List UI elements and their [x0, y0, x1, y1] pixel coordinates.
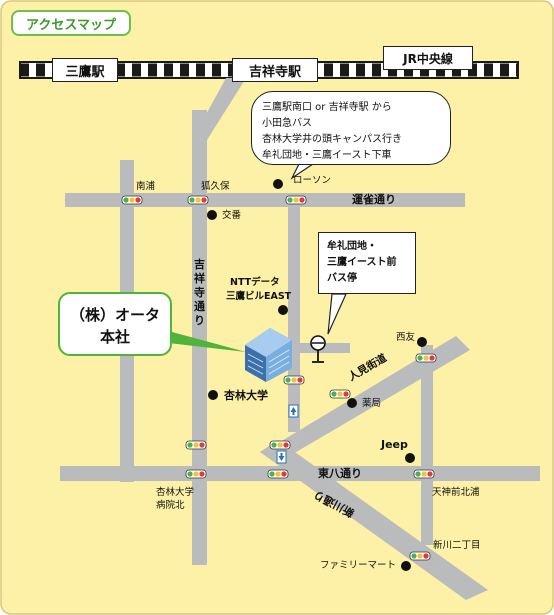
- label-kyorin: 杏林大学: [224, 389, 268, 402]
- label-tenjin: 天神前北浦: [432, 487, 480, 498]
- busstop-tail: [327, 293, 347, 335]
- yakkyoku-dot: [347, 398, 357, 408]
- traffic-light-hospital: [185, 469, 207, 479]
- familymart-dot: [401, 561, 411, 571]
- company-callout: （株）オータ 本社: [58, 292, 172, 356]
- traffic-light-center-north: [269, 440, 291, 450]
- traffic-light-kokubo: [187, 195, 209, 205]
- traffic-light-minamiura: [121, 195, 143, 205]
- lawson-dot: [273, 179, 283, 189]
- bus-stop-line-1: 牟礼団地・: [327, 241, 377, 252]
- traffic-light-kyorin: [283, 375, 305, 385]
- traffic-light-seiyu: [415, 353, 437, 363]
- traffic-lights: [121, 195, 437, 561]
- road-kichijoji-dori: 吉祥寺通り: [194, 258, 205, 327]
- label-minamiura: 南浦: [136, 181, 156, 192]
- traffic-light-ninken: [329, 389, 351, 399]
- bus-info-bubble: 三鷹駅南口 or 吉祥寺駅 から 小田急バス 杏林大学井の頭キャンパス行き 牟礼…: [251, 91, 451, 165]
- station-mitaka: 三鷹駅: [52, 58, 118, 82]
- road-unjaku: 運雀通り: [352, 193, 396, 206]
- arrow-down-icon: [276, 450, 287, 464]
- label-familymart: ファミリーマート: [320, 560, 397, 571]
- bus-info-line-1: 三鷹駅南口 or 吉祥寺駅 から: [262, 102, 392, 113]
- station-kichijoji: 吉祥寺駅: [232, 58, 318, 82]
- label-ntt: NTTデータ: [230, 277, 280, 288]
- company-callout-tail: [160, 332, 246, 352]
- traffic-light-kichi-south: [185, 440, 207, 450]
- bus-stop-line-3: バス停: [327, 273, 357, 284]
- arrow-up-icon: [288, 404, 299, 418]
- bus-info-line-4: 牟礼団地・三鷹イースト下車: [262, 150, 392, 161]
- label-ntt-bldg: 三鷹ビルEAST: [226, 291, 292, 302]
- road-higashi-hachi: 東八通り: [318, 467, 362, 480]
- bus-stop-icon: [310, 335, 326, 363]
- label-shinkawa-2: 新川二丁目: [433, 540, 481, 551]
- station-kichijoji-label: 吉祥寺駅: [248, 64, 301, 80]
- traffic-light-tenjin: [413, 469, 435, 479]
- rail-line-label: JR中央線: [403, 51, 453, 66]
- map-title: アクセスマップ: [11, 10, 131, 36]
- kyorin-dot: [208, 390, 218, 400]
- bus-stop-line-2: 三鷹イースト前: [327, 257, 397, 268]
- bus-info-line-2: 小田急バス: [262, 118, 312, 129]
- traffic-light-lawson: [285, 195, 307, 205]
- ntt-dot: [278, 305, 288, 315]
- jeep-dot: [405, 453, 415, 463]
- label-hospital-1: 杏林大学: [156, 487, 195, 498]
- label-lawson: ローソン: [293, 175, 332, 186]
- traffic-light-shinkawa: [409, 551, 431, 561]
- label-hospital-2: 病院北: [156, 500, 185, 511]
- label-yakkyoku: 薬局: [362, 398, 382, 409]
- label-kokubo: 狐久保: [201, 181, 230, 192]
- bus-info-line-3: 杏林大学井の頭キャンパス行き: [262, 134, 402, 145]
- label-koban: 交番: [222, 210, 242, 221]
- building-icon: [245, 328, 292, 382]
- label-seiyu: 西友: [396, 332, 416, 343]
- company-name: （株）オータ: [69, 306, 160, 324]
- seiyu-dot: [417, 337, 427, 347]
- traffic-light-center-south: [267, 469, 289, 479]
- label-jeep: Jeep: [381, 438, 408, 451]
- rail-line: JR中央線: [383, 46, 473, 70]
- station-mitaka-label: 三鷹駅: [65, 64, 105, 80]
- company-branch: 本社: [99, 328, 130, 346]
- koban-dot: [207, 210, 217, 220]
- bus-stop-callout: 牟礼団地・ 三鷹イースト前 バス停: [318, 232, 416, 294]
- landmark-dots: [207, 179, 427, 571]
